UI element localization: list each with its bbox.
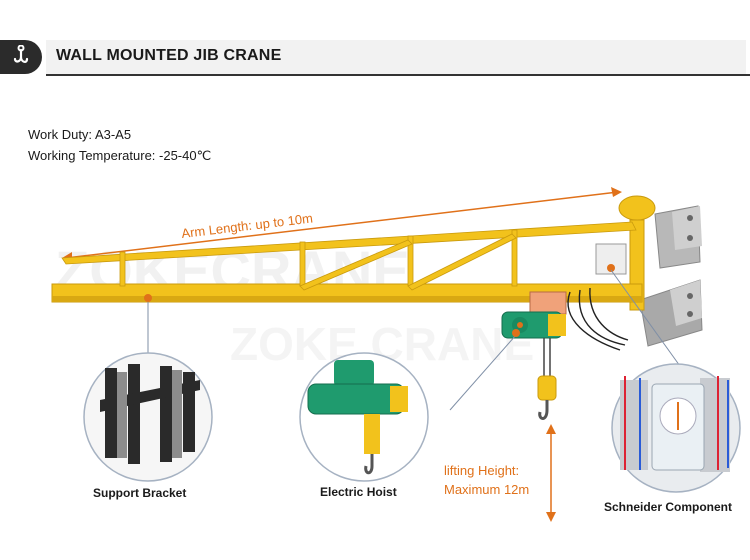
page-title: WALL MOUNTED JIB CRANE [56,47,282,64]
support-bracket-photo [83,352,213,482]
work-duty-text: Work Duty: A3-A5 [28,127,132,142]
wall-bracket [639,205,703,347]
hook-icon [13,45,29,63]
lifting-height-value: Maximum 12m [444,482,530,497]
hoist-cables [567,287,629,351]
truss-members [119,229,518,291]
working-temperature-text: Working Temperature: -25-40℃ [28,148,212,163]
hook-badge [0,40,42,74]
lifting-height-arrow [546,424,556,522]
schneider-component-label: Schneider Component [604,500,733,514]
header-divider [46,74,750,76]
tie-rod [61,221,637,265]
pivot-cap [618,195,656,221]
title-bar [46,40,746,74]
page-header: WALL MOUNTED JIB CRANE [0,38,750,78]
electric-hoist-label: Electric Hoist [320,485,397,499]
support-bracket-label: Support Bracket [93,486,187,500]
schneider-component-photo [611,363,741,493]
callout-leaders [147,269,691,411]
beam-hoist [501,291,567,339]
lifting-height-label: lifting Height: [444,463,520,478]
beam-hook [537,338,557,420]
electric-hoist-photo [299,352,429,482]
